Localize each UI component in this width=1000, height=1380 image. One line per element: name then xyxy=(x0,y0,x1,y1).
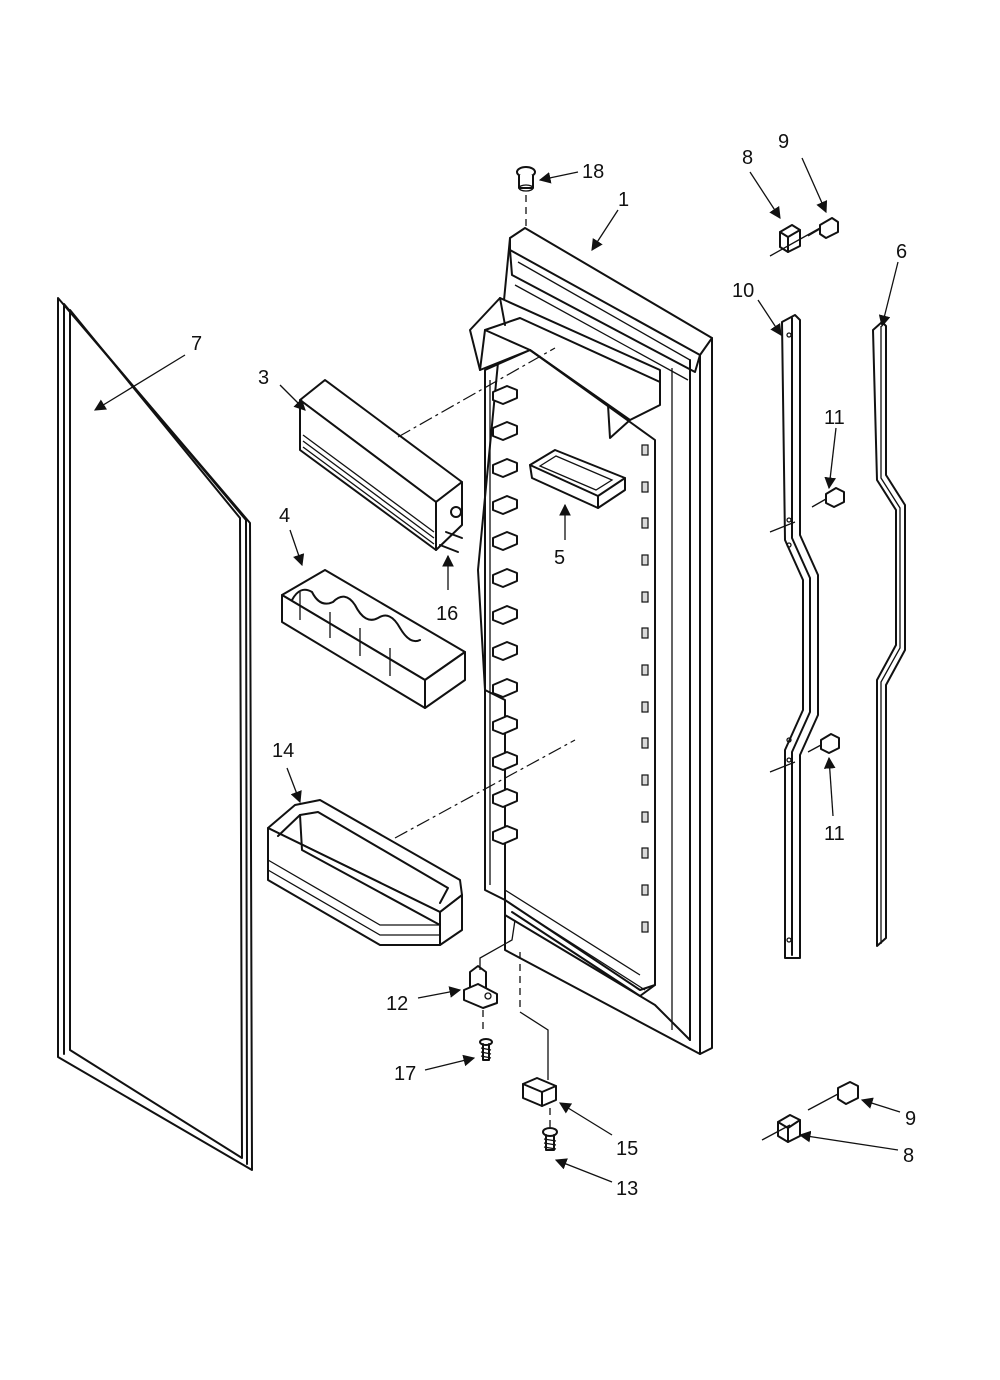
utility-tray-part xyxy=(529,449,626,509)
callout-1: 1 xyxy=(618,189,629,211)
callout-8-top: 8 xyxy=(742,147,753,169)
handle-clip-bottom-part xyxy=(761,1114,801,1143)
callout-6: 6 xyxy=(896,241,907,263)
callout-8-bottom: 8 xyxy=(903,1145,914,1167)
leader-lines xyxy=(94,157,901,1183)
callout-4: 4 xyxy=(279,505,290,527)
hinge-bushing-part xyxy=(516,166,536,228)
door-bin-part xyxy=(267,739,576,946)
callout-15: 15 xyxy=(616,1138,638,1160)
screw-part-17 xyxy=(479,1038,493,1061)
screw-part-11-bottom xyxy=(807,733,840,754)
callout-17: 17 xyxy=(394,1063,416,1085)
callout-11-top: 11 xyxy=(824,407,845,429)
callout-13: 16 xyxy=(436,603,458,625)
callout-9-bottom: 9 xyxy=(905,1108,916,1130)
door-liner-part xyxy=(469,227,713,1055)
screw-part-14 xyxy=(542,1127,558,1151)
dairy-door-part xyxy=(299,347,556,553)
screw-part-9-top xyxy=(807,217,839,239)
shelf-ribs-right xyxy=(641,444,649,933)
callout-7: 7 xyxy=(191,333,202,355)
hinge-bracket-part xyxy=(519,952,557,1128)
callout-labels: 18 1 7 3 4 5 16 14 8 9 6 10 11 11 12 17 … xyxy=(191,131,916,1200)
callout-9-top: 9 xyxy=(778,131,789,153)
screw-part-9-bottom xyxy=(807,1081,859,1111)
callout-14: 13 xyxy=(616,1178,638,1200)
handle-trim-part xyxy=(769,314,819,959)
handle-trim-outer-part xyxy=(872,321,906,947)
callout-3: 3 xyxy=(258,367,269,389)
screw-part-11-top xyxy=(811,487,845,508)
callout-11-bottom: 11 xyxy=(824,823,845,845)
egg-tray-part xyxy=(281,569,466,709)
callout-5: 5 xyxy=(554,547,565,569)
callout-16: 14 xyxy=(272,740,294,762)
hinge-pin-part xyxy=(463,919,516,1032)
handle-clip-top-part xyxy=(769,224,821,257)
shelf-ribs-left xyxy=(492,385,518,845)
callout-18: 18 xyxy=(582,161,604,183)
callout-10: 10 xyxy=(732,280,754,302)
door-gasket-part xyxy=(57,297,253,1171)
callout-12: 12 xyxy=(386,993,408,1015)
